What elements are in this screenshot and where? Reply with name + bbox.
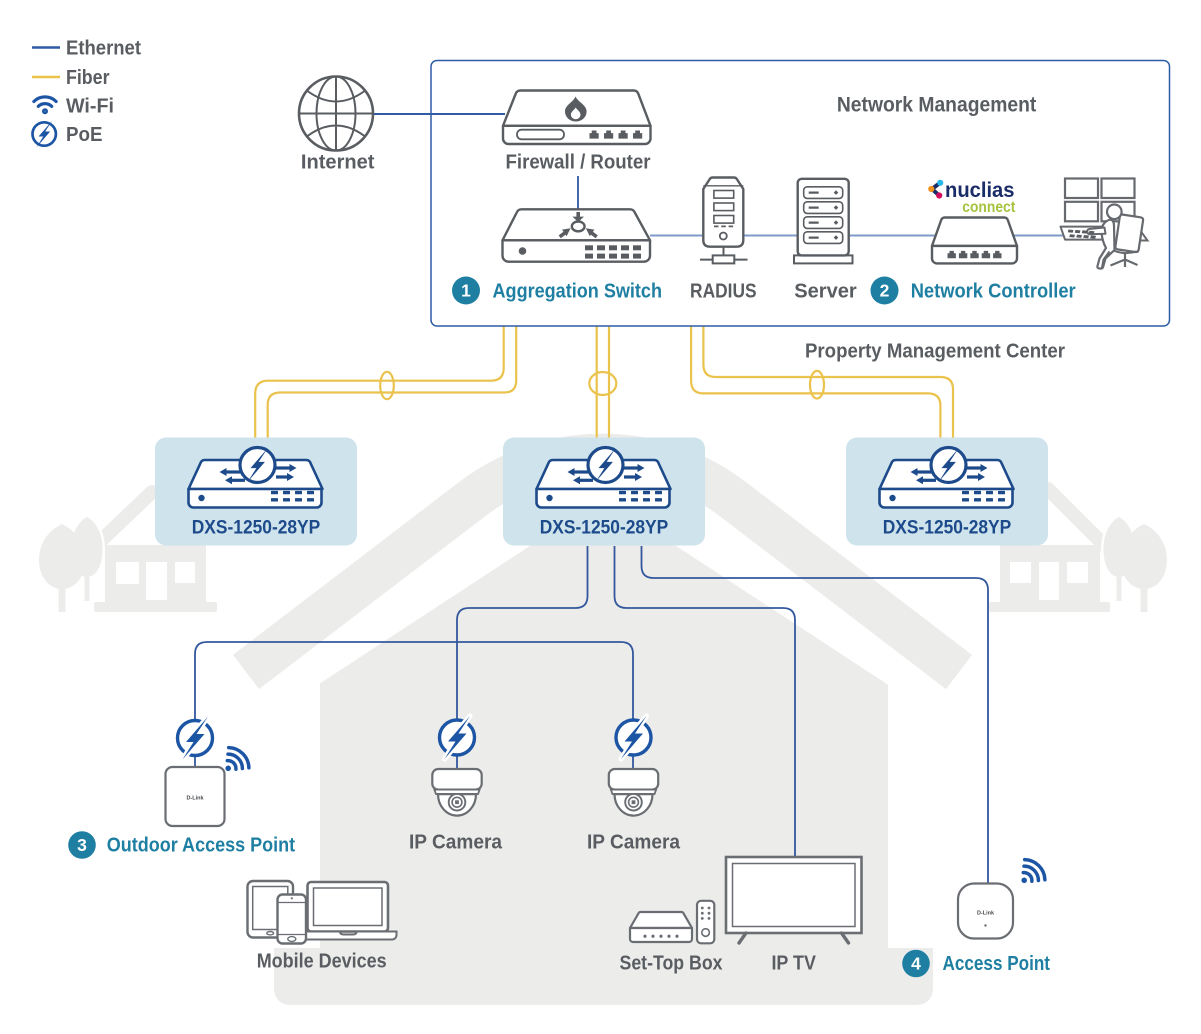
svg-text:Wi-Fi: Wi-Fi bbox=[66, 96, 114, 118]
svg-text:Set-Top Box: Set-Top Box bbox=[620, 953, 723, 975]
svg-text:Property Management Center: Property Management Center bbox=[805, 341, 1065, 363]
svg-text:2: 2 bbox=[880, 281, 890, 301]
svg-text:3: 3 bbox=[77, 835, 87, 855]
svg-text:Network Management: Network Management bbox=[837, 94, 1037, 117]
svg-text:Access Point: Access Point bbox=[943, 953, 1051, 975]
svg-text:Outdoor Access Point: Outdoor Access Point bbox=[107, 835, 296, 857]
svg-text:Mobile Devices: Mobile Devices bbox=[257, 951, 387, 973]
svg-text:Aggregation Switch: Aggregation Switch bbox=[493, 281, 663, 303]
svg-text:Firewall / Router: Firewall / Router bbox=[506, 152, 651, 174]
svg-text:DXS-1250-28YP: DXS-1250-28YP bbox=[540, 517, 669, 539]
svg-text:DXS-1250-28YP: DXS-1250-28YP bbox=[192, 517, 321, 539]
svg-text:nuclias: nuclias bbox=[945, 179, 1015, 202]
svg-text:IP TV: IP TV bbox=[771, 953, 816, 975]
svg-text:1: 1 bbox=[461, 281, 471, 301]
svg-text:4: 4 bbox=[911, 954, 921, 974]
svg-text:DXS-1250-28YP: DXS-1250-28YP bbox=[883, 517, 1012, 539]
svg-text:IP Camera: IP Camera bbox=[587, 832, 681, 854]
svg-text:D-Link: D-Link bbox=[977, 911, 995, 917]
svg-text:connect: connect bbox=[962, 199, 1016, 216]
svg-text:Fiber: Fiber bbox=[66, 67, 110, 89]
svg-text:Ethernet: Ethernet bbox=[66, 38, 141, 60]
svg-text:RADIUS: RADIUS bbox=[690, 281, 757, 303]
svg-text:Internet: Internet bbox=[301, 152, 375, 174]
svg-text:D-Link: D-Link bbox=[186, 796, 204, 802]
svg-text:Network Controller: Network Controller bbox=[911, 281, 1076, 303]
svg-text:Server: Server bbox=[794, 281, 857, 303]
svg-text:IP Camera: IP Camera bbox=[409, 832, 503, 854]
svg-text:PoE: PoE bbox=[66, 124, 103, 146]
